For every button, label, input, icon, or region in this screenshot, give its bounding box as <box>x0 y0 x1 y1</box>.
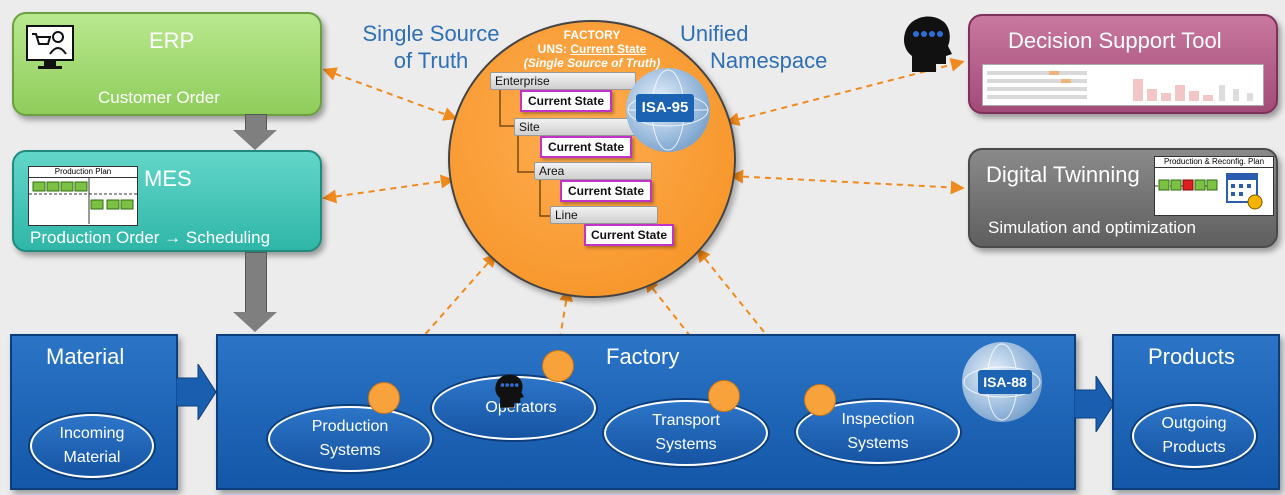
production-plan-thumbnail: Production Plan <box>28 166 138 226</box>
site-current-state[interactable]: Current State <box>540 136 632 158</box>
erp-to-mes-arrowhead <box>233 130 277 150</box>
dt-subtitle: Simulation and optimization <box>988 218 1196 237</box>
uns-subtitle: (Single Source of Truth) <box>523 56 661 70</box>
products-title: Products <box>1148 344 1235 369</box>
dst-title: Decision Support Tool <box>1008 28 1222 53</box>
unified-label-line2: Namespace <box>710 48 828 73</box>
dt-title: Digital Twinning <box>986 162 1140 187</box>
erp-title: ERP <box>149 28 195 53</box>
enterprise-current-state[interactable]: Current State <box>520 90 612 112</box>
link-mes-uns <box>322 174 455 204</box>
reconfig-plan-title: Production & Reconfig. Plan <box>1155 157 1273 168</box>
factory-to-products-arrow <box>1074 376 1114 432</box>
link-erp-uns <box>322 67 458 121</box>
uns-header: FACTORY UNS: Current State (Single Sourc… <box>450 28 734 70</box>
reconfig-plan-thumbnail: Production & Reconfig. Plan <box>1154 156 1274 216</box>
decision-support-tool-box[interactable]: Decision Support Tool <box>968 14 1278 114</box>
mes-title: MES <box>144 166 192 191</box>
unified-label-line1: Unified <box>680 21 749 46</box>
human-head-icon <box>902 12 952 76</box>
mes-subtitle: Production Order → Scheduling <box>30 228 271 247</box>
area-current-state[interactable]: Current State <box>560 180 652 202</box>
mes-to-factory-arrow <box>245 252 267 314</box>
uns-factory-label: FACTORY <box>563 28 621 42</box>
inspection-line1: Inspection <box>841 411 915 428</box>
erp-subtitle: Customer Order <box>98 88 220 107</box>
production-line1: Production <box>311 418 389 435</box>
level-area[interactable]: Area <box>534 162 652 180</box>
production-plan-title: Production Plan <box>29 167 137 178</box>
calendar-gear-icon <box>1226 173 1263 210</box>
single-source-label-line2: of Truth <box>393 48 469 73</box>
single-source-label-line1: Single Source <box>362 21 500 46</box>
transport-connector-dot <box>708 380 740 412</box>
uns-hierarchy-lines <box>499 88 550 217</box>
uns-state-line: UNS: Current State <box>450 42 734 56</box>
production-line2: Systems <box>319 442 381 459</box>
uns-prefix: UNS: <box>537 42 571 56</box>
unified-namespace-label: Unified Namespace <box>670 20 840 74</box>
incoming-material-line1: Incoming <box>59 425 125 442</box>
outgoing-products-line2: Products <box>1162 439 1226 456</box>
link-uns-dt <box>729 169 965 195</box>
level-line[interactable]: Line <box>550 206 658 224</box>
material-to-factory-arrow <box>176 364 217 420</box>
computer-shopping-icon <box>24 22 76 74</box>
isa95-globe: ISA-95 <box>626 68 710 152</box>
uns-circle[interactable]: FACTORY UNS: Current State (Single Sourc… <box>448 20 736 298</box>
inspection-connector-dot <box>804 384 836 416</box>
outgoing-products-line1: Outgoing <box>1161 415 1227 432</box>
isa88-badge: ISA-88 <box>978 370 1032 394</box>
erp-box[interactable]: ERP Customer Order <box>12 12 322 116</box>
operators-connector-dot <box>542 350 574 382</box>
mes-to-factory-arrowhead <box>233 312 277 332</box>
single-source-label: Single Source of Truth <box>358 20 504 74</box>
incoming-material-line2: Material <box>63 449 121 466</box>
digital-twinning-box[interactable]: Digital Twinning Simulation and optimiza… <box>968 148 1278 248</box>
mes-box[interactable]: Production Plan MES Production Order → S… <box>12 150 322 252</box>
line-current-state[interactable]: Current State <box>584 224 674 246</box>
operator-head-icon <box>494 372 524 410</box>
transport-line2: Systems <box>655 436 717 453</box>
level-enterprise[interactable]: Enterprise <box>490 72 636 90</box>
link-uns-production <box>383 252 497 383</box>
isa88-globe: ISA-88 <box>962 342 1042 422</box>
inspection-line2: Systems <box>847 435 909 452</box>
dst-screenshot-thumbnail <box>982 64 1264 106</box>
uns-current-state-link[interactable]: Current State <box>570 42 647 56</box>
production-connector-dot <box>368 382 400 414</box>
transport-line1: Transport <box>652 412 720 429</box>
factory-title: Factory <box>606 344 680 369</box>
isa95-badge: ISA-95 <box>636 94 694 122</box>
material-title: Material <box>46 344 125 369</box>
